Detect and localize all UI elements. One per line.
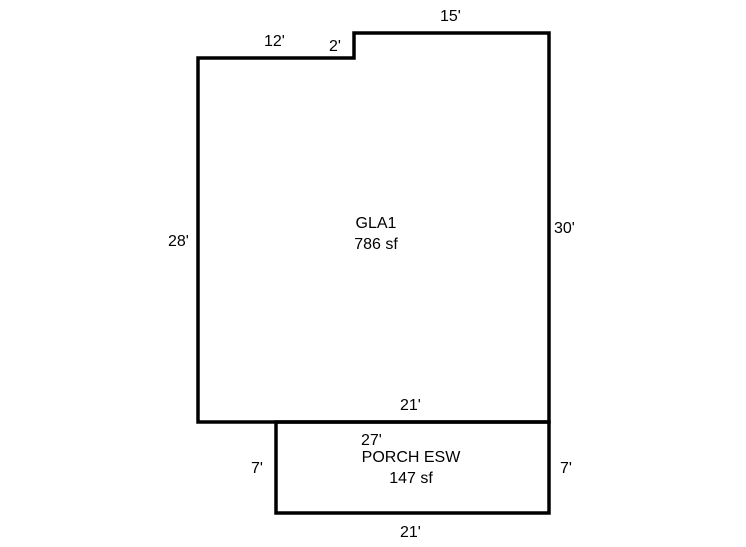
porch-dim-right: 7' <box>560 460 572 477</box>
gla1-dim-step: 2' <box>329 38 341 55</box>
gla1-dim-top-left: 12' <box>264 33 285 50</box>
porch-outline <box>274 420 551 515</box>
gla1-name: GLA1 <box>356 215 397 232</box>
gla1-area: 786 sf <box>354 236 398 253</box>
porch-name: PORCH ESW <box>362 449 462 466</box>
porch-dim-bottom: 21' <box>400 524 421 541</box>
porch-area: 147 sf <box>389 470 433 487</box>
porch-dim-left: 7' <box>251 460 263 477</box>
gla1-dim-top-right: 15' <box>440 8 461 25</box>
gla1-dim-bottom: 21' <box>400 397 421 414</box>
porch-dim-top: 27' <box>361 432 382 449</box>
gla1-dim-right: 30' <box>554 220 575 237</box>
gla1-outline <box>196 31 551 424</box>
gla1-dim-left: 28' <box>168 233 189 250</box>
